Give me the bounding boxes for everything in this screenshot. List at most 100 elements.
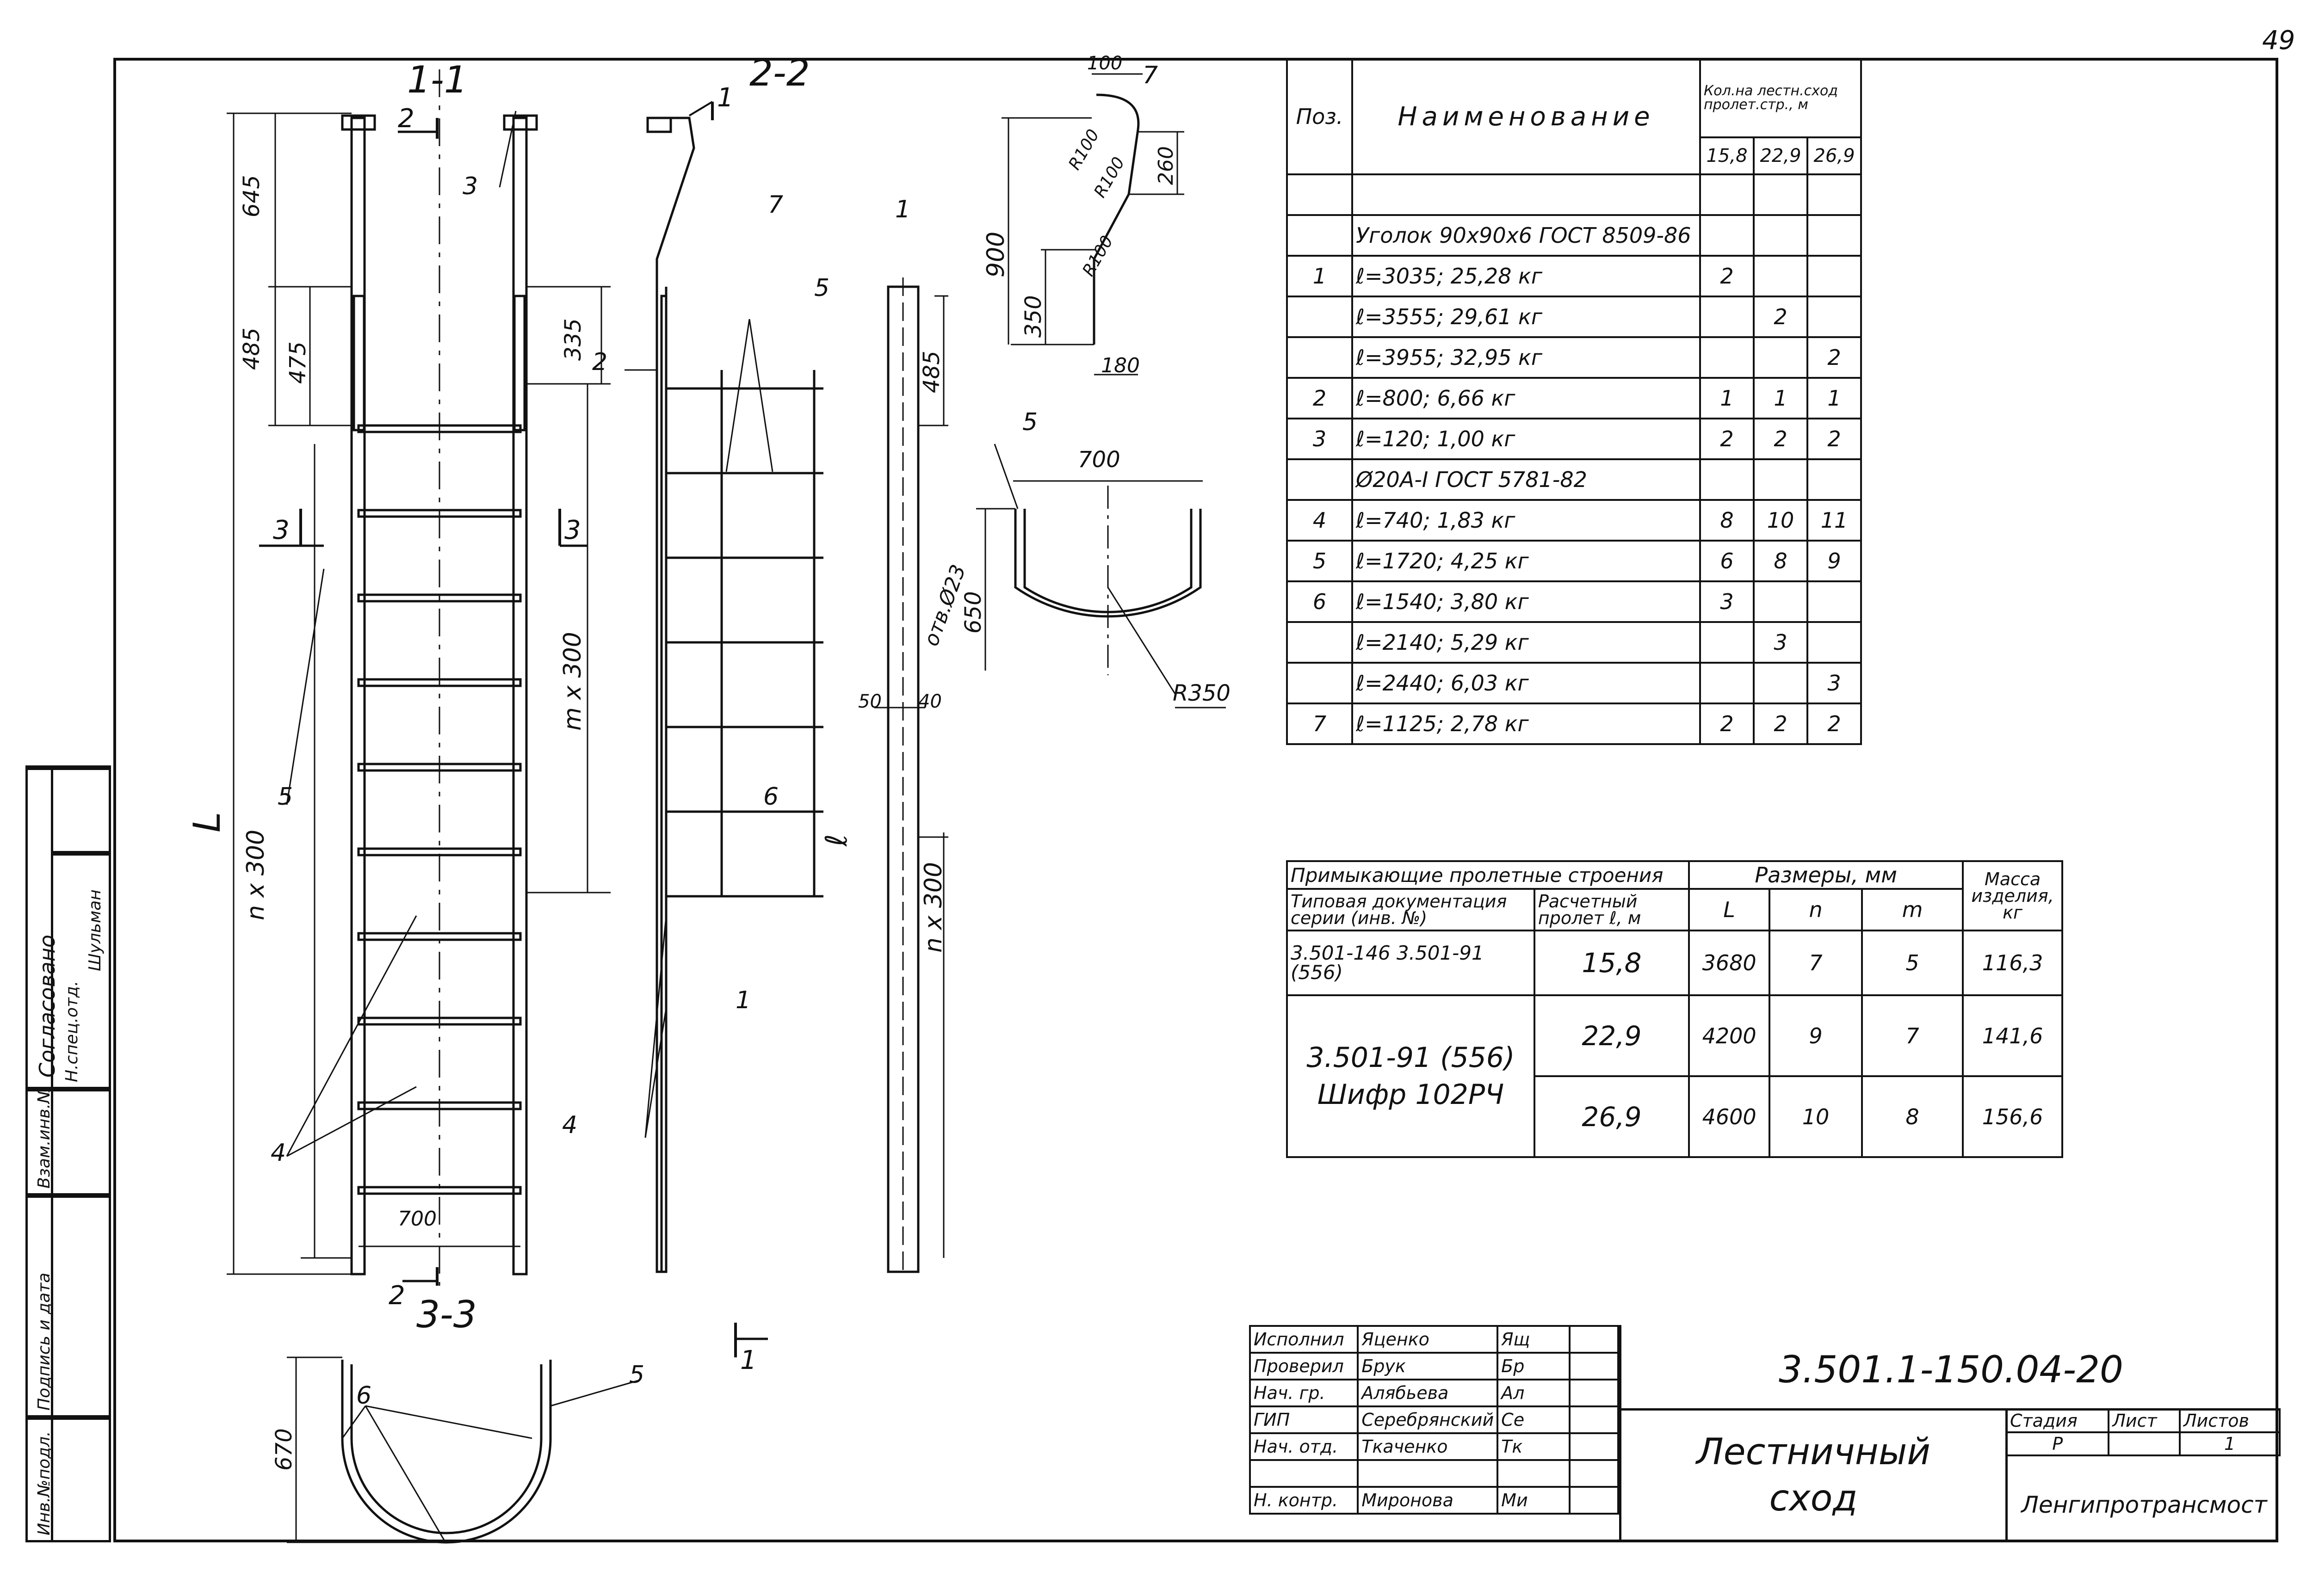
staff-role: Нач. отд.	[1249, 1432, 1359, 1461]
sizes-header-m: m	[1861, 888, 1964, 931]
dim-100: 100	[1087, 53, 1122, 74]
spec-name: ℓ=740; 1,83 кг	[1351, 499, 1701, 542]
spec-name: ℓ=1720; 4,25 кг	[1351, 540, 1701, 582]
callout-label: 7	[768, 191, 783, 219]
front-view-1-1	[227, 69, 611, 1286]
sizes-mass-2: 141,6	[1962, 994, 2063, 1077]
staff-signature: Бр	[1497, 1352, 1571, 1380]
cut-mark-label: 3	[564, 515, 581, 545]
dim-R100: R100	[1065, 126, 1103, 173]
sizes-mass-3: 156,6	[1962, 1075, 2063, 1158]
dim-645: 645	[239, 175, 265, 217]
spec-qty-1	[1699, 662, 1755, 704]
spec-qty-3: 9	[1806, 540, 1862, 582]
spec-qty-1: 2	[1699, 702, 1755, 745]
staff-signature: Ми	[1497, 1486, 1571, 1515]
cut-mark-label: 3	[273, 515, 290, 545]
section-label: 2-2	[749, 51, 810, 94]
spec-qty-3	[1806, 173, 1862, 216]
dim-335: 335	[560, 318, 586, 361]
spec-pos	[1286, 458, 1353, 501]
dim-l: ℓ	[820, 834, 854, 847]
spec-qty-2	[1753, 336, 1808, 379]
staff-signature: Се	[1497, 1405, 1571, 1434]
ladder-rung	[357, 1186, 522, 1195]
spec-pos	[1286, 214, 1353, 257]
staff-role: ГИП	[1249, 1405, 1359, 1434]
dim-R350: R350	[1173, 680, 1231, 706]
callout-label: 7	[1143, 62, 1158, 89]
dim-475: 475	[285, 341, 311, 384]
dim-485: 485	[919, 351, 945, 393]
staff-role: Проверил	[1249, 1352, 1359, 1380]
spec-qty-2	[1753, 255, 1808, 297]
drawing-title-1: Лестничный	[1696, 1431, 1930, 1473]
ladder-rung	[357, 932, 522, 941]
section-3-3	[287, 1323, 768, 1544]
spec-pos	[1286, 621, 1353, 664]
callout-label: 5	[629, 1361, 644, 1389]
spec-qty-1	[1699, 621, 1755, 664]
spec-header-name: Наименование	[1351, 58, 1701, 175]
staff-date	[1569, 1325, 1619, 1354]
dim-485: 485	[239, 327, 265, 370]
profile-view	[874, 277, 948, 1276]
callout-label: 2	[592, 348, 607, 376]
ladder-rung	[357, 509, 522, 518]
spec-qty-1	[1699, 458, 1755, 501]
spec-row: Ø20A-I ГОСТ 5781-82	[1286, 458, 1862, 501]
spec-pos	[1286, 336, 1353, 379]
sizes-n-3: 10	[1769, 1075, 1863, 1158]
spec-name: Ø20A-I ГОСТ 5781-82	[1351, 458, 1701, 501]
sizes-m-3: 8	[1861, 1075, 1964, 1158]
spec-qty-3	[1806, 255, 1862, 297]
sizes-n-2: 9	[1769, 994, 1863, 1077]
spec-qty-3	[1806, 296, 1862, 338]
spec-pos: 4	[1286, 499, 1353, 542]
sheets-value: 1	[2178, 1431, 2281, 1456]
spec-qty-1: 6	[1699, 540, 1755, 582]
spec-qty-1: 3	[1699, 580, 1755, 623]
section-label: 1-1	[407, 58, 468, 101]
staff-role: Н. контр.	[1249, 1486, 1359, 1515]
spec-qty-2: 10	[1753, 499, 1808, 542]
spec-qty-2	[1753, 214, 1808, 257]
dim-50: 50	[858, 691, 882, 712]
spec-pos	[1286, 296, 1353, 338]
dim-L: L	[186, 812, 229, 832]
dim-900: 900	[982, 232, 1010, 277]
staff-signature: Ал	[1497, 1379, 1571, 1407]
spec-name: ℓ=800; 6,66 кг	[1351, 377, 1701, 419]
staff-date	[1569, 1459, 1619, 1488]
cut-mark-label: 2	[398, 104, 414, 134]
sizes-span-1: 15,8	[1533, 930, 1690, 996]
sizes-L-2: 4200	[1688, 994, 1771, 1077]
sizes-doc-1: 3.501-146 3.501-91 (556)	[1286, 930, 1535, 996]
drawing-frame	[113, 58, 2278, 1542]
spec-span-2: 22,9	[1753, 136, 1808, 175]
staff-date	[1569, 1379, 1619, 1407]
staff-signature: Тк	[1497, 1432, 1571, 1461]
dim-R100: R100	[1090, 154, 1128, 201]
ladder-rung	[357, 847, 522, 857]
u-bar-detail	[976, 444, 1226, 709]
drawing-title-2: сход	[1769, 1478, 1858, 1519]
staff-role: Исполнил	[1249, 1325, 1359, 1354]
spec-name: ℓ=3955; 32,95 кг	[1351, 336, 1701, 379]
sizes-header-n: n	[1769, 888, 1863, 931]
side-view-2-2	[625, 101, 823, 1273]
spec-qty-1	[1699, 296, 1755, 338]
cut-mark-label: 1	[717, 83, 734, 113]
callout-label: 6	[356, 1382, 371, 1410]
bent-bar-detail	[1002, 73, 1184, 376]
spec-pos: 7	[1286, 702, 1353, 745]
spec-name: ℓ=1540; 3,80 кг	[1351, 580, 1701, 623]
spec-qty-2	[1753, 580, 1808, 623]
dim-700: 700	[1078, 447, 1120, 473]
spec-name	[1351, 173, 1701, 216]
